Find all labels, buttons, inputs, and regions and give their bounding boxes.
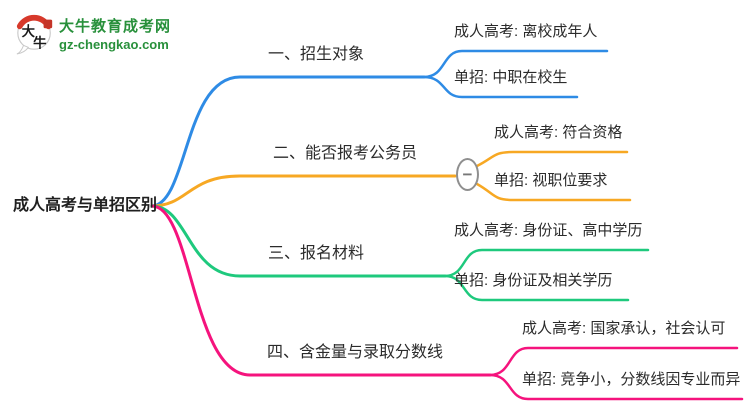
- branch-1-child-2[interactable]: 单招: 中职在校生: [454, 69, 568, 86]
- branch-2-collapse-button[interactable]: −: [456, 158, 479, 191]
- logo-bull-icon: 大 牛: [16, 14, 53, 55]
- branch-4-node[interactable]: 四、含金量与录取分数线: [267, 344, 444, 361]
- site-logo[interactable]: 大 牛 大牛教育成考网 gz-chengkao.com: [14, 10, 171, 56]
- branch-1-node[interactable]: 一、招生对象: [268, 46, 365, 63]
- branch-3-child-1[interactable]: 成人高考: 身份证、高中学历: [454, 222, 643, 239]
- branch-1-lines: [150, 49, 609, 208]
- branch-4-child-1[interactable]: 成人高考: 国家承认，社会认可: [522, 320, 726, 337]
- branch-2-child-2[interactable]: 单招: 视职位要求: [494, 172, 608, 189]
- branch-2-node[interactable]: 二、能否报考公务员: [273, 145, 418, 162]
- logo-char-2: 牛: [33, 34, 46, 50]
- branch-2-lines: [150, 150, 632, 208]
- branch-1-child-1[interactable]: 成人高考: 离校成年人: [454, 23, 598, 40]
- logo-char-1: 大: [22, 23, 36, 39]
- branch-3-child-2[interactable]: 单招: 身份证及相关学历: [454, 272, 613, 289]
- root-node[interactable]: 成人高考与单招区别: [13, 197, 158, 214]
- branch-4-child-2[interactable]: 单招: 竞争小，分数线因专业而异: [522, 371, 741, 388]
- branch-2-child-1[interactable]: 成人高考: 符合资格: [494, 124, 623, 141]
- branch-3-lines: [150, 204, 650, 302]
- logo-site-domain: gz-chengkao.com: [59, 36, 169, 52]
- branch-3-node[interactable]: 三、报名材料: [268, 245, 365, 262]
- logo-site-name: 大牛教育成考网: [59, 17, 172, 35]
- branch-4-lines: [150, 204, 744, 401]
